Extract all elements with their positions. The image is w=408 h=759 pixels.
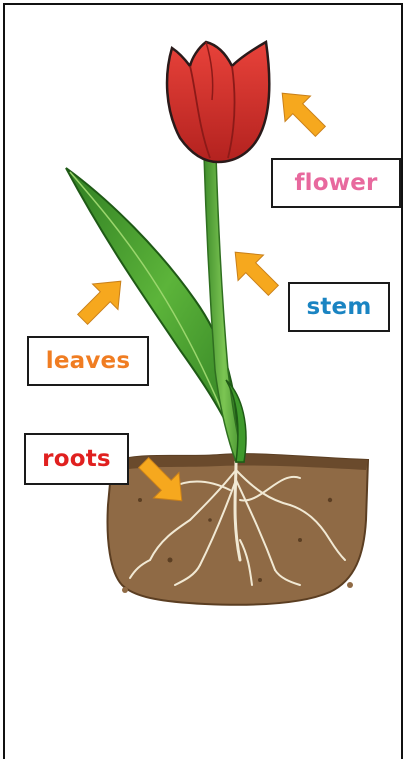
label-stem: stem [288,282,390,332]
arrow-flower [269,80,333,144]
label-leaves: leaves [27,336,149,386]
label-leaves-text: leaves [46,348,131,374]
label-flower-text: flower [294,170,377,196]
label-roots-text: roots [42,446,111,472]
label-flower: flower [271,158,401,208]
label-roots: roots [24,433,129,485]
soil [108,454,368,605]
arrow-leaves [70,268,134,332]
plant-flower [167,42,269,162]
arrow-stem [222,239,286,303]
label-stem-text: stem [306,294,371,320]
